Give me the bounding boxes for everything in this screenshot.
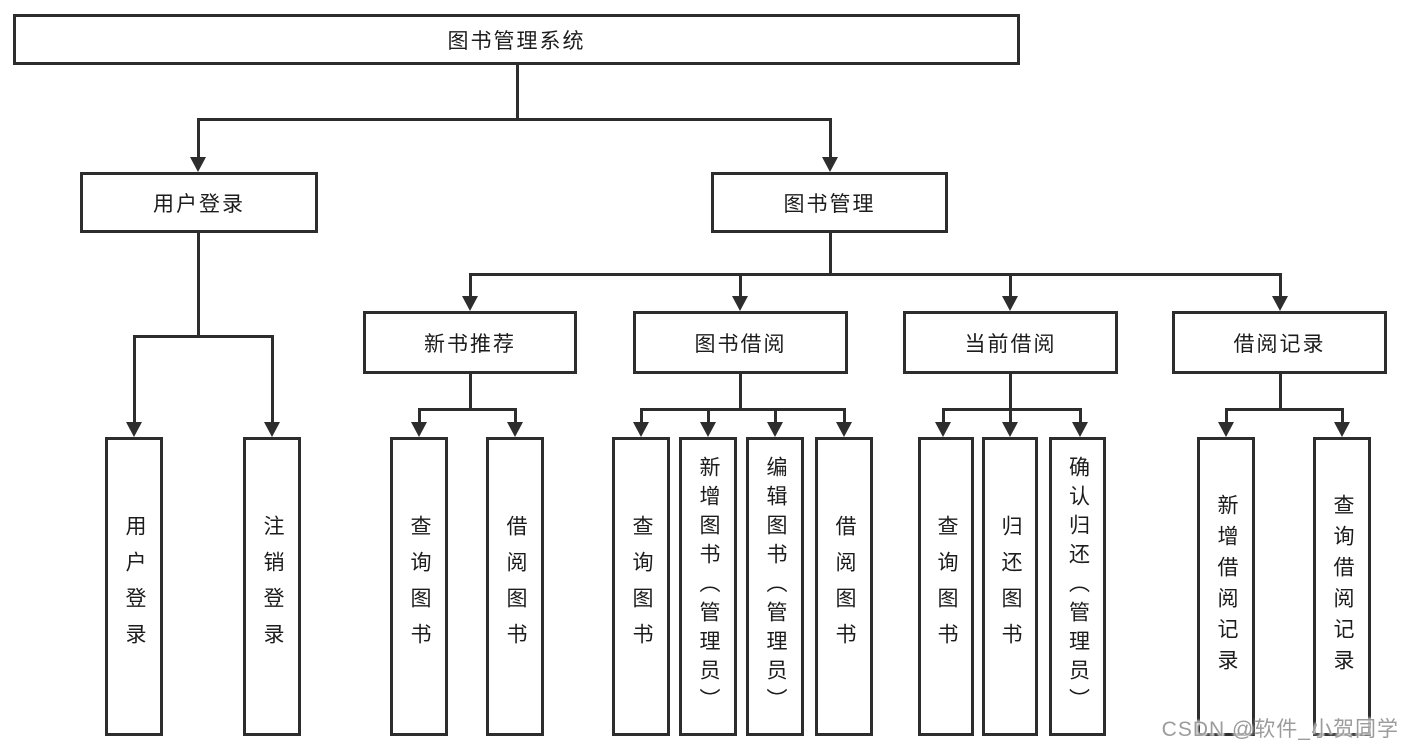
node-label-leaf-query-book-1: 查询图书 [408,514,431,659]
connector-line [942,408,1082,411]
node-label-leaf-query-record: 查询借阅记录 [1331,493,1354,680]
arrowhead-down-icon [1002,422,1018,437]
node-label-new-book-rec: 新书推荐 [424,332,516,356]
node-label-root: 图书管理系统 [447,29,586,53]
connector-line [418,408,517,411]
connector-line [469,273,1282,276]
node-leaf-confirm-return: 确认归还（管理员） [1049,437,1106,736]
node-label-leaf-query-book-2: 查询图书 [630,514,653,659]
arrow-shaft [842,408,846,424]
arrow-shaft [773,408,777,424]
arrow-shaft [468,273,472,298]
connector-line [516,65,519,121]
node-label-leaf-logout: 注销登录 [261,514,284,659]
node-label-leaf-add-record: 新增借阅记录 [1215,493,1238,680]
arrowhead-down-icon [264,422,280,437]
arrowhead-down-icon [633,422,649,437]
node-leaf-edit-book: 编辑图书（管理员） [746,437,804,736]
arrowhead-down-icon [822,157,838,172]
node-book-mgmt: 图书管理 [711,172,948,233]
arrowhead-down-icon [126,422,142,437]
arrowhead-down-icon [1272,296,1288,311]
node-current-borrow: 当前借阅 [903,311,1118,374]
node-leaf-borrow-book-2: 借阅图书 [815,437,873,736]
connector-line [1009,374,1012,411]
arrow-shaft [1008,408,1012,424]
connector-line [197,118,832,121]
arrow-shaft [738,273,742,298]
connector-line [1279,374,1282,411]
arrowhead-down-icon [836,422,852,437]
node-book-borrow: 图书借阅 [633,311,848,374]
arrow-shaft [132,335,136,424]
node-label-leaf-borrow-book-2: 借阅图书 [833,514,856,659]
arrow-shaft [706,408,710,424]
arrow-shaft [513,408,517,424]
arrowhead-down-icon [1072,422,1088,437]
arrow-shaft [270,335,274,424]
node-leaf-query-book-3: 查询图书 [918,437,974,736]
arrowhead-down-icon [700,422,716,437]
node-label-leaf-borrow-book-1: 借阅图书 [504,514,527,659]
node-label-book-mgmt: 图书管理 [783,192,876,216]
arrowhead-down-icon [462,296,478,311]
watermark: CSDN @软件_小贺同学 [1161,718,1399,741]
node-leaf-logout: 注销登录 [243,437,301,736]
arrowhead-down-icon [1334,422,1350,437]
arrowhead-down-icon [1218,422,1234,437]
connector-line [197,232,200,338]
node-leaf-borrow-book-1: 借阅图书 [486,437,544,736]
arrowhead-down-icon [190,157,206,172]
arrow-shaft [639,408,643,424]
node-leaf-add-record: 新增借阅记录 [1197,437,1255,736]
arrow-shaft [1278,273,1282,298]
node-label-user-login: 用户登录 [153,192,245,216]
arrowhead-down-icon [507,422,523,437]
node-new-book-rec: 新书推荐 [363,311,577,374]
arrowhead-down-icon [732,296,748,311]
connector-line [829,232,832,276]
connector-line [739,374,742,411]
connector-line [640,408,846,411]
node-borrow-records: 借阅记录 [1172,311,1387,374]
node-leaf-user-login: 用户登录 [105,437,163,736]
arrowhead-down-icon [1002,296,1018,311]
connector-line [469,374,472,411]
connector-line [1225,408,1344,411]
node-label-leaf-confirm-return: 确认归还（管理员） [1066,456,1090,717]
arrowhead-down-icon [935,422,951,437]
node-label-leaf-query-book-3: 查询图书 [935,514,958,659]
node-leaf-return-book: 归还图书 [982,437,1038,736]
arrow-shaft [941,408,945,424]
arrow-shaft [828,118,832,159]
arrow-shaft [1224,408,1228,424]
connector-line [133,335,274,338]
arrowhead-down-icon [411,422,427,437]
node-label-leaf-user-login: 用户登录 [123,514,146,659]
node-label-borrow-records: 借阅记录 [1233,332,1326,356]
arrow-shaft [1340,408,1344,424]
arrow-shaft [196,118,200,159]
arrow-shaft [1078,408,1082,424]
node-label-leaf-return-book: 归还图书 [999,514,1022,659]
node-label-leaf-edit-book: 编辑图书（管理员） [764,456,787,717]
arrowhead-down-icon [767,422,783,437]
node-leaf-query-book-2: 查询图书 [612,437,670,736]
node-label-book-borrow: 图书借阅 [694,332,787,356]
node-user-login: 用户登录 [80,172,318,233]
node-leaf-query-record: 查询借阅记录 [1313,437,1371,736]
node-label-leaf-add-book: 新增图书（管理员） [697,456,720,717]
arrow-shaft [1008,273,1012,298]
node-label-current-borrow: 当前借阅 [964,332,1057,356]
arrow-shaft [417,408,421,424]
node-root: 图书管理系统 [13,14,1020,65]
node-leaf-add-book: 新增图书（管理员） [679,437,737,736]
node-leaf-query-book-1: 查询图书 [390,437,448,736]
